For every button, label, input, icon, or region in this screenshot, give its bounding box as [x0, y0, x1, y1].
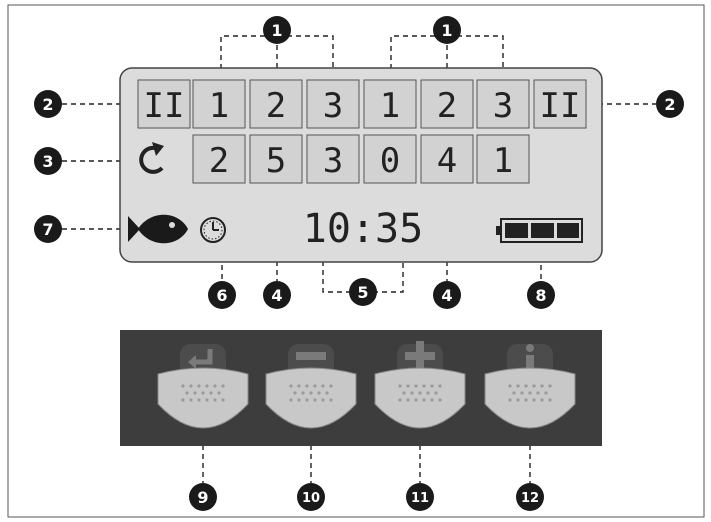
- callout-2-left: 2: [34, 90, 62, 118]
- callout-1-left: 1: [263, 16, 291, 44]
- button-enter[interactable]: [157, 344, 249, 429]
- top-right-digit-1: 1: [380, 86, 400, 126]
- top-left-digit-3: 3: [323, 86, 343, 126]
- repeat-arrow-icon: [139, 142, 164, 174]
- button-grip: [508, 384, 552, 402]
- button-info[interactable]: [484, 344, 576, 429]
- cell-mid-right-2: [420, 134, 474, 184]
- callout-8: 8: [527, 281, 555, 309]
- svg-text:12: 12: [521, 491, 539, 506]
- battery-bar-1: [505, 223, 528, 238]
- svg-text:7: 7: [42, 220, 53, 239]
- svg-text:10: 10: [302, 491, 320, 506]
- callout-6: 6: [208, 281, 236, 309]
- clock-icon: [200, 217, 226, 243]
- button-grip: [289, 384, 333, 402]
- minus-icon: [296, 352, 326, 360]
- mid-left-digit-2: 5: [266, 141, 286, 181]
- cell-mid-right-1: [363, 134, 417, 184]
- cell-top-right-2: [420, 79, 474, 129]
- top-left-digit-2: 2: [266, 86, 286, 126]
- svg-text:3: 3: [42, 152, 53, 171]
- plus-icon: [405, 341, 435, 371]
- info-icon: [526, 344, 534, 372]
- mid-right-digit-2: 4: [437, 141, 457, 181]
- callout-4-right: 4: [433, 281, 461, 309]
- button-grip: [181, 384, 225, 402]
- pause-left-cell: [137, 79, 191, 129]
- svg-text:5: 5: [357, 283, 368, 302]
- top-left-digit-1: 1: [209, 86, 229, 126]
- mid-left-digit-3: 3: [323, 141, 343, 181]
- callout-4-left: 4: [263, 281, 291, 309]
- enter-arrow-icon: [194, 349, 213, 365]
- svg-text:4: 4: [271, 286, 282, 305]
- callout-1-right: 1: [433, 16, 461, 44]
- svg-text:4: 4: [441, 286, 452, 305]
- time-display: 10:35: [303, 206, 423, 252]
- cell-mid-left-1: [192, 134, 246, 184]
- top-right-digit-2: 2: [437, 86, 457, 126]
- mid-right-digit-3: 1: [493, 141, 513, 181]
- svg-text:8: 8: [535, 286, 546, 305]
- svg-text:2: 2: [664, 95, 675, 114]
- cell-mid-right-3: [476, 134, 530, 184]
- callout-badges: 1 1 2 2 3 4 4 5: [34, 16, 684, 511]
- top-row: II 1 2 3 1 2 3 II: [137, 79, 587, 129]
- svg-text:11: 11: [411, 491, 429, 506]
- pause-right-cell: [533, 79, 587, 129]
- pause-right: II: [540, 86, 581, 126]
- callout-11: 11: [406, 483, 434, 511]
- callout-10: 10: [297, 483, 325, 511]
- battery-bar-3: [557, 223, 579, 238]
- outer-frame: [7, 4, 705, 518]
- cell-top-left-3: [306, 79, 360, 129]
- svg-text:2: 2: [42, 95, 53, 114]
- battery-bar-2: [531, 223, 554, 238]
- callout-3: 3: [34, 147, 62, 175]
- button-minus[interactable]: [265, 344, 357, 429]
- button-plus[interactable]: [374, 341, 466, 429]
- mid-left-digit-1: 2: [209, 141, 229, 181]
- button-grip: [398, 384, 442, 402]
- cell-top-left-2: [249, 79, 303, 129]
- svg-text:9: 9: [197, 488, 208, 507]
- svg-text:1: 1: [441, 21, 452, 40]
- svg-text:6: 6: [216, 286, 227, 305]
- cell-mid-left-2: [249, 134, 303, 184]
- cell-top-right-3: [476, 79, 530, 129]
- battery-icon: [496, 218, 583, 243]
- callout-9: 9: [189, 483, 217, 511]
- pause-left: II: [144, 86, 185, 126]
- fish-icon: [128, 214, 188, 244]
- callout-5: 5: [349, 278, 377, 306]
- top-right-digit-3: 3: [493, 86, 513, 126]
- svg-text:1: 1: [271, 21, 282, 40]
- middle-row: 2 5 3 0 4 1: [192, 134, 530, 184]
- callout-2-right: 2: [656, 90, 684, 118]
- cell-top-left-1: [192, 79, 246, 129]
- callout-12: 12: [516, 483, 544, 511]
- cell-mid-left-3: [306, 134, 360, 184]
- callout-7: 7: [34, 215, 62, 243]
- mid-right-digit-1: 0: [380, 141, 400, 181]
- cell-top-right-1: [363, 79, 417, 129]
